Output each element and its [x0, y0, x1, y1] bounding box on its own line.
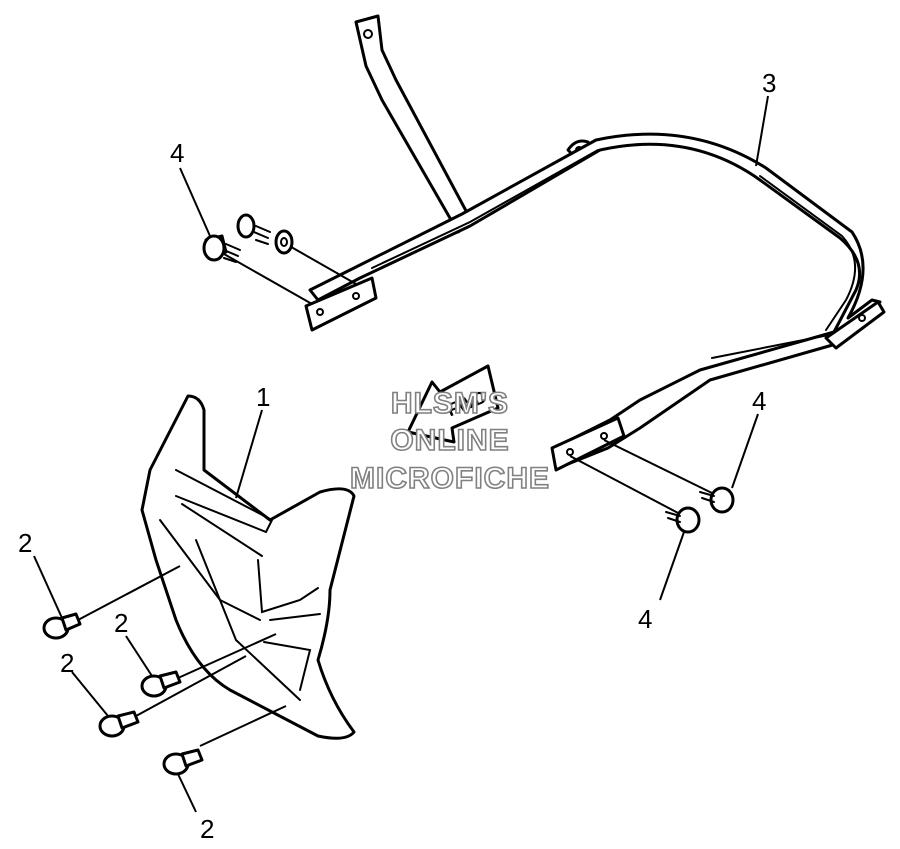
watermark: HLSM'S ONLINE MICROFICHE — [349, 386, 550, 496]
bumper-frame — [304, 14, 886, 472]
callout-1: 1 — [256, 382, 270, 412]
flange-bolt-1 — [42, 612, 82, 640]
callout-leaders — [33, 95, 769, 813]
callout-2-a: 2 — [18, 528, 32, 558]
flange-bolt-3 — [98, 710, 140, 738]
watermark-line-1: HLSM'S — [391, 387, 509, 420]
forward-arrow-marker: FWD — [406, 364, 500, 444]
callout-3: 3 — [762, 68, 776, 98]
assembly-leader-lines — [77, 243, 715, 747]
callout-4-right-b: 4 — [638, 604, 652, 634]
watermark-line-2: ONLINE — [390, 424, 509, 457]
screw-right-1 — [699, 486, 735, 514]
flange-bolt-2 — [140, 670, 182, 698]
callout-4-right-a: 4 — [752, 386, 766, 416]
watermark-line-3: MICROFICHE — [350, 462, 550, 495]
callout-2-c: 2 — [60, 648, 74, 678]
flange-bolt-4 — [162, 748, 204, 776]
screw-right-2 — [665, 506, 701, 534]
front-guard — [140, 394, 356, 740]
callout-4-top: 4 — [170, 138, 184, 168]
callout-2-b: 2 — [114, 608, 128, 638]
screw-with-washers — [202, 213, 294, 263]
callout-2-d: 2 — [200, 814, 214, 844]
